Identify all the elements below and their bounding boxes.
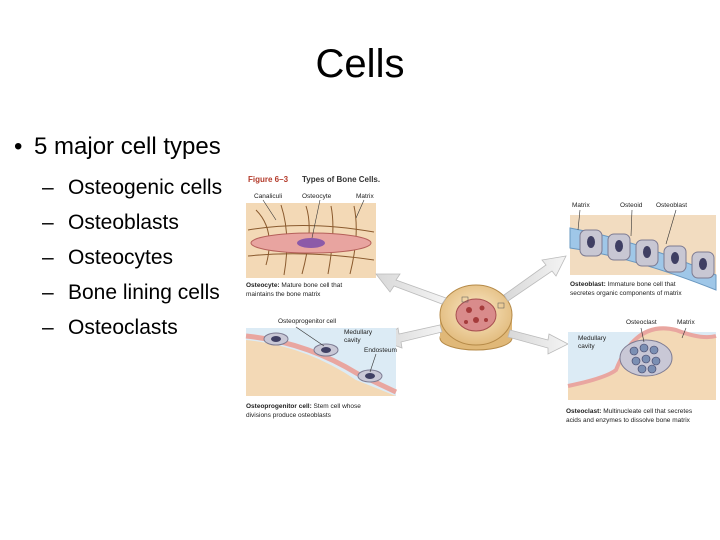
osteoprogenitor-caption-bold: Osteoprogenitor cell: bbox=[246, 403, 312, 410]
bullet-symbol: • bbox=[14, 133, 23, 160]
osteoblast-panel: Matrix Osteoid Osteoblast Osteoblast: Im… bbox=[569, 202, 717, 297]
bone-cross-section bbox=[439, 284, 513, 351]
list-item: –Bone lining cells bbox=[42, 275, 222, 310]
dash-symbol: – bbox=[42, 281, 54, 304]
osteoclast-label: Osteoclast bbox=[626, 319, 657, 326]
svg-text:Osteoprogenitor cell: Stem cel: Osteoprogenitor cell: Stem cell whose bbox=[246, 403, 361, 410]
osteocyte-label: Osteocyte bbox=[302, 193, 332, 200]
list-item: –Osteogenic cells bbox=[42, 170, 222, 205]
osteoclast-caption-2: acids and enzymes to dissolve bone matri… bbox=[566, 417, 691, 424]
svg-text:Osteocyte: Mature bone cell th: Osteocyte: Mature bone cell that bbox=[246, 282, 342, 289]
list-item: –Osteoclasts bbox=[42, 310, 222, 345]
list-item: –Osteocytes bbox=[42, 240, 222, 275]
main-bullet: • 5 major cell types bbox=[14, 133, 221, 161]
list-item-text: Osteogenic cells bbox=[68, 176, 223, 199]
list-item-text: Osteocytes bbox=[68, 246, 174, 269]
osteoblast-label: Osteoblast bbox=[656, 202, 687, 209]
osteoblast-caption-bold: Osteoblast: bbox=[570, 281, 606, 288]
osteocyte-panel: Canaliculi Osteocyte Matrix Osteocyte: M… bbox=[246, 193, 376, 298]
osteoprogenitor-label: Osteoprogenitor cell bbox=[278, 318, 337, 325]
dash-symbol: – bbox=[42, 316, 54, 339]
osteoblast-matrix-label: Matrix bbox=[572, 202, 590, 209]
list-item-text: Bone lining cells bbox=[68, 281, 220, 304]
figure-number: Figure 6–3 bbox=[248, 175, 289, 184]
bone-cells-figure: Figure 6–3 Types of Bone Cells. Canalicu… bbox=[245, 175, 717, 424]
figure-title: Types of Bone Cells. bbox=[302, 175, 380, 184]
osteoblast-caption-2: secretes organic components of matrix bbox=[570, 290, 682, 297]
osteoblast-caption-1: Immature bone cell that bbox=[608, 281, 676, 288]
dash-symbol: – bbox=[42, 211, 54, 234]
endosteum-label: Endosteum bbox=[364, 347, 397, 354]
list-item-text: Osteoblasts bbox=[68, 211, 179, 234]
slide-title: Cells bbox=[315, 42, 405, 86]
osteoclast-caption-1: Multinucleate cell that secretes bbox=[603, 408, 693, 415]
list-item: –Osteoblasts bbox=[42, 205, 222, 240]
osteocyte-caption-1: Mature bone cell that bbox=[281, 282, 342, 289]
dash-symbol: – bbox=[42, 246, 54, 269]
osteoclast-caption-bold: Osteoclast: bbox=[566, 408, 601, 415]
bullet-text: 5 major cell types bbox=[34, 133, 221, 160]
osteoclast-medullary-label: Medullary bbox=[578, 335, 607, 342]
osteoclast-matrix-label: Matrix bbox=[677, 319, 695, 326]
osteocyte-caption-2: maintains the bone matrix bbox=[246, 291, 321, 298]
matrix-label: Matrix bbox=[356, 193, 374, 200]
cavity-label: cavity bbox=[344, 337, 361, 344]
canaliculi-label: Canaliculi bbox=[254, 193, 282, 200]
osteoid-label: Osteoid bbox=[620, 202, 643, 209]
svg-text:Osteoblast: Immature bone cell: Osteoblast: Immature bone cell that bbox=[570, 281, 676, 288]
svg-text:Osteoclast: Multinucleate cell: Osteoclast: Multinucleate cell that secr… bbox=[566, 408, 693, 415]
osteoprogenitor-panel: Osteoprogenitor cell Medullary cavity En… bbox=[245, 318, 398, 419]
osteoprogenitor-caption-1: Stem cell whose bbox=[314, 403, 362, 410]
osteoprogenitor-caption-2: divisions produce osteoblasts bbox=[246, 412, 332, 419]
osteoclast-cavity-label: cavity bbox=[578, 343, 595, 350]
cell-type-list: –Osteogenic cells –Osteoblasts –Osteocyt… bbox=[42, 170, 222, 345]
dash-symbol: – bbox=[42, 176, 54, 199]
osteocyte-caption-bold: Osteocyte: bbox=[246, 282, 280, 289]
osteoclast-panel: Osteoclast Matrix Medullary cavity Osteo… bbox=[566, 319, 717, 424]
medullary-label: Medullary bbox=[344, 329, 373, 336]
list-item-text: Osteoclasts bbox=[68, 316, 178, 339]
